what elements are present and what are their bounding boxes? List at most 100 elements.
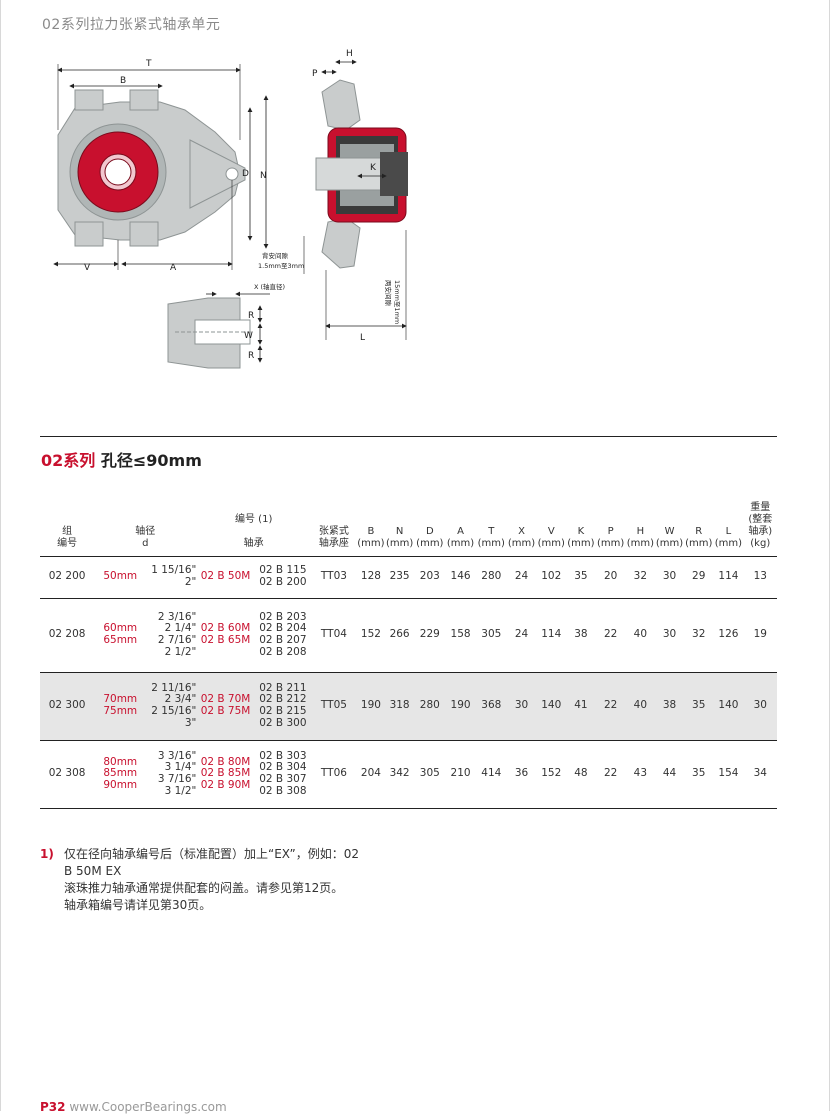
cell-B: 190	[360, 699, 381, 712]
cell-group: 02 300	[48, 699, 86, 712]
section-title-series: 02系列	[41, 451, 96, 470]
col-P: P(mm)	[596, 525, 625, 549]
col-K: K(mm)	[567, 525, 595, 549]
cell-W: 30	[662, 570, 677, 583]
cell-H: 32	[633, 570, 648, 583]
dim-label-D: D	[242, 169, 249, 179]
side-view	[315, 79, 408, 269]
cell-R: 35	[692, 699, 706, 712]
dim-label-X: X (轴直径)	[254, 282, 285, 291]
cell-T: 305	[481, 628, 502, 641]
cell-housing: TT06	[320, 767, 347, 780]
cell-L: 154	[718, 767, 739, 780]
cell-R: 29	[692, 570, 706, 583]
col-D: D(mm)	[416, 525, 444, 549]
cell-V: 140	[541, 699, 562, 712]
page-footer: P32 www.CooperBearings.com	[40, 1100, 227, 1114]
footnote-line: 仅在径向轴承编号后（标准配置）加上“EX”，例如：02	[64, 847, 360, 861]
cell-P: 20	[603, 570, 618, 583]
dim-label-R-top: R	[248, 311, 254, 321]
dim-label-K: K	[370, 163, 377, 173]
cell-W: 38	[662, 699, 677, 712]
col-H: H(mm)	[626, 525, 654, 549]
section-rule	[40, 436, 777, 437]
cell-A: 190	[450, 699, 471, 712]
page-number: P32	[40, 1100, 66, 1114]
cell-T: 280	[481, 570, 502, 583]
col-W: W(mm)	[655, 525, 684, 549]
cell-N: 318	[389, 699, 410, 712]
cell-H: 40	[633, 699, 648, 712]
cell-K: 41	[574, 699, 588, 712]
cell-P: 22	[603, 628, 618, 641]
cell-housing: TT03	[320, 570, 347, 583]
cell-R: 32	[692, 628, 706, 641]
cell-A: 158	[450, 628, 471, 641]
cell-A: 210	[450, 767, 471, 780]
cell-T: 414	[481, 767, 502, 780]
cell-weight: 34	[753, 767, 767, 780]
dim-label-H: H	[346, 49, 353, 59]
footnote-line: B 50M EX	[64, 864, 122, 878]
cell-A: 146	[450, 570, 471, 583]
clearance-label-2: 1.5mm至3mm	[258, 262, 304, 270]
cell-H: 43	[633, 767, 648, 780]
dim-label-W: W	[244, 331, 253, 341]
cell-metric-part: 02 B 50M	[200, 570, 251, 583]
dim-label-R-bottom: R	[248, 351, 254, 361]
cell-L: 126	[718, 628, 739, 641]
cell-V: 152	[541, 767, 562, 780]
cell-K: 35	[574, 570, 588, 583]
cell-weight: 19	[753, 628, 767, 641]
cell-D: 229	[419, 628, 440, 641]
clearance-label-1: 背安间隙	[262, 251, 289, 260]
col-L: L(mm)	[714, 525, 743, 549]
cell-W: 30	[662, 628, 677, 641]
col-group: 组编号	[57, 525, 78, 549]
cell-H: 40	[633, 628, 648, 641]
dim-label-N: N	[260, 171, 267, 181]
cell-housing: TT04	[320, 628, 347, 641]
dim-label-L: L	[360, 333, 365, 343]
dim-label-V: V	[84, 263, 91, 273]
cell-shaft-mm: 50mm	[103, 570, 138, 583]
cell-housing: TT05	[320, 699, 347, 712]
col-part: 编号 (1)轴承	[235, 513, 273, 549]
footnote-line: 滚珠推力轴承通常提供配套的闷盖。请参见第12页。	[64, 881, 344, 895]
cell-B: 204	[360, 767, 381, 780]
dim-label-A: A	[170, 263, 177, 273]
cell-shaft-inch: 2 11/16"2 3/4"2 15/16"3"	[151, 681, 197, 729]
cell-K: 48	[574, 767, 588, 780]
cell-group: 02 308	[48, 767, 86, 780]
cell-N: 342	[389, 767, 410, 780]
col-B: B(mm)	[357, 525, 385, 549]
cell-W: 44	[662, 767, 677, 780]
cell-shaft-inch: 3 3/16"3 1/4"3 7/16"3 1/2"	[157, 749, 197, 797]
dim-label-P: P	[312, 69, 318, 79]
section-title-bore: 孔径≤90mm	[100, 451, 202, 470]
col-weight: 重量(整套轴承) (kg)	[748, 501, 773, 549]
cell-X: 24	[514, 628, 529, 641]
cell-B: 152	[360, 628, 381, 641]
footnote-number: 1)	[40, 847, 54, 861]
col-X: X(mm)	[507, 525, 536, 549]
footnote-line: 轴承箱编号请详见第30页。	[64, 898, 212, 912]
cell-D: 203	[419, 570, 440, 583]
cell-B: 128	[360, 570, 381, 583]
col-R: R(mm)	[685, 525, 713, 549]
